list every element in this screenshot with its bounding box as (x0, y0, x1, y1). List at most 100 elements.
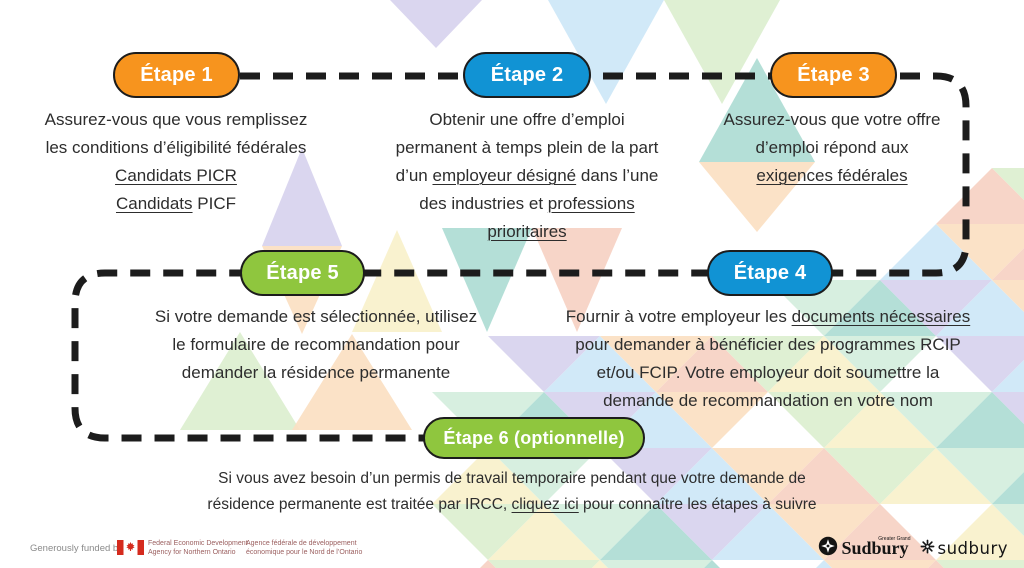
mosaic-triangle (880, 392, 992, 448)
mosaic-triangle (880, 448, 992, 504)
text-link[interactable]: Candidats PICR (115, 166, 237, 185)
text-link[interactable]: cliquez ici (511, 496, 579, 513)
step-2-text: Obtenir une offre d’emploi permanent à te… (367, 106, 687, 246)
text-line: le formulaire de recommandation pour (91, 331, 541, 359)
text-line: demander la résidence permanente (91, 359, 541, 387)
fednor-fr-line2: économique pour le Nord de l’Ontario (246, 548, 363, 556)
mosaic-triangle (816, 560, 832, 568)
canada-flag-icon (117, 540, 144, 560)
step-1-badge: Étape 1 (113, 52, 240, 98)
text-link[interactable]: documents nécessaires (791, 307, 971, 326)
mosaic-triangle (544, 336, 656, 392)
text-span: pour connaître les étapes à suivre (578, 496, 817, 513)
text-span: permanent à temps plein de la part (395, 138, 659, 157)
mosaic-triangle (488, 504, 600, 560)
mosaic-triangle (768, 448, 880, 504)
mosaic-triangle (600, 336, 712, 392)
text-line: d’emploi répond aux (672, 134, 992, 162)
mosaic-triangle (656, 504, 768, 560)
mosaic-triangle (352, 230, 442, 332)
sudbury-tourism-logo: sudbury (920, 539, 1008, 559)
text-line: Si vous avez besoin d’un permis de trava… (172, 466, 852, 492)
mosaic-triangle (544, 504, 656, 560)
footer-logos: Sudbury Greater Grand (818, 536, 1008, 561)
fednor-fr-line1: Agence fédérale de développement (246, 540, 357, 547)
text-span: les conditions d’éligibilité fédérales (45, 138, 307, 157)
mosaic-triangle (292, 334, 412, 430)
text-span: Assurez-vous que vous remplissez (44, 110, 308, 129)
mosaic-triangle (704, 560, 720, 568)
step-3-badge: Étape 3 (770, 52, 897, 98)
text-link[interactable]: exigences fédérales (756, 166, 908, 185)
mosaic-triangle (992, 392, 1024, 424)
fednor-en-line2: Agency for Northern Ontario (148, 548, 236, 556)
mosaic-triangle (824, 392, 936, 448)
text-span: le formulaire de recommandation pour (172, 335, 460, 354)
footer: Generously funded by: Federal Economic D… (0, 534, 1024, 568)
text-line: demande de recommandation en votre nom (543, 387, 993, 415)
text-line: et/ou FCIP. Votre employeur doit soumett… (543, 359, 993, 387)
step-5-badge-label: Étape 5 (266, 261, 339, 284)
text-link[interactable]: professions (547, 194, 635, 213)
mosaic-triangle (180, 332, 300, 430)
text-line: d’un employeur désigné dans l’une (367, 162, 687, 190)
step-1-text: Assurez-vous que vous remplissez les cond… (16, 106, 336, 218)
greater-sudbury-logo: Sudbury Greater Grand (818, 536, 910, 561)
mosaic-triangle (824, 280, 936, 336)
text-line: Obtenir une offre d’emploi (367, 106, 687, 134)
mosaic-triangle (768, 392, 880, 448)
mosaic-triangle (656, 448, 768, 504)
mosaic-triangle (488, 336, 600, 392)
sudbury-wordmark: sudbury (937, 539, 1008, 558)
greater-sudbury-wordmark: Sudbury Greater Grand (841, 536, 910, 559)
mosaic-triangle (992, 360, 1024, 392)
text-line: Assurez-vous que vous remplissez (16, 106, 336, 134)
mosaic-triangle (432, 504, 544, 560)
fednor-signature-en: Federal Economic Development Agency for … (148, 540, 248, 557)
mosaic-triangle (880, 280, 992, 336)
text-line: permanent à temps plein de la part (367, 134, 687, 162)
step-2-badge: Étape 2 (463, 52, 591, 98)
mosaic-triangle (768, 504, 880, 560)
mosaic-triangle (712, 448, 824, 504)
step-1-badge-label: Étape 1 (140, 63, 213, 86)
mosaic-triangle (699, 58, 815, 162)
step-6-badge-label: Étape 6 (optionnelle) (443, 427, 625, 448)
step-6-note-text: Si vous avez besoin d’un permis de trava… (172, 466, 852, 518)
greater-sudbury-name: Sudbury (841, 538, 909, 558)
text-line: prioritaires (367, 218, 687, 246)
mosaic-triangle (699, 162, 815, 232)
text-line: Si votre demande est sélectionnée, utili… (91, 303, 541, 331)
text-link[interactable]: prioritaires (487, 222, 567, 241)
mosaic-triangle (936, 392, 1024, 448)
text-link[interactable]: employeur désigné (432, 166, 577, 185)
mosaic-triangle (824, 504, 936, 560)
text-span: Obtenir une offre d’emploi (429, 110, 625, 129)
mosaic-triangle (656, 336, 768, 392)
text-span: pour demander à bénéficier des programme… (575, 335, 961, 354)
mosaic-triangle (656, 392, 768, 448)
mosaic-triangle (992, 472, 1024, 504)
mosaic-triangle (936, 224, 1024, 280)
fednor-signature-fr: Agence fédérale de développement économi… (246, 540, 362, 557)
mosaic-triangle (262, 148, 342, 246)
step-4-badge-label: Étape 4 (733, 261, 807, 284)
text-span: d’un (395, 166, 433, 185)
mosaic-triangle (824, 336, 936, 392)
text-line: Candidats PICR (16, 162, 336, 190)
text-span: dans l’une (576, 166, 659, 185)
step-6-badge: Étape 6 (optionnelle) (423, 417, 645, 459)
text-line: Fournir à votre employeur les documents … (543, 303, 993, 331)
text-line: Candidats PICF (16, 190, 336, 218)
text-line: les conditions d’éligibilité fédérales (16, 134, 336, 162)
mosaic-triangle (936, 448, 1024, 504)
step-3-badge-label: Étape 3 (797, 63, 870, 86)
mosaic-triangle (880, 224, 992, 280)
mosaic-triangle (936, 168, 1024, 224)
text-span: et/ou FCIP. Votre employeur doit soumett… (596, 363, 940, 382)
mosaic-triangle (600, 504, 712, 560)
text-span: Assurez-vous que votre offre (723, 110, 941, 129)
text-link[interactable]: Candidats (115, 194, 193, 213)
